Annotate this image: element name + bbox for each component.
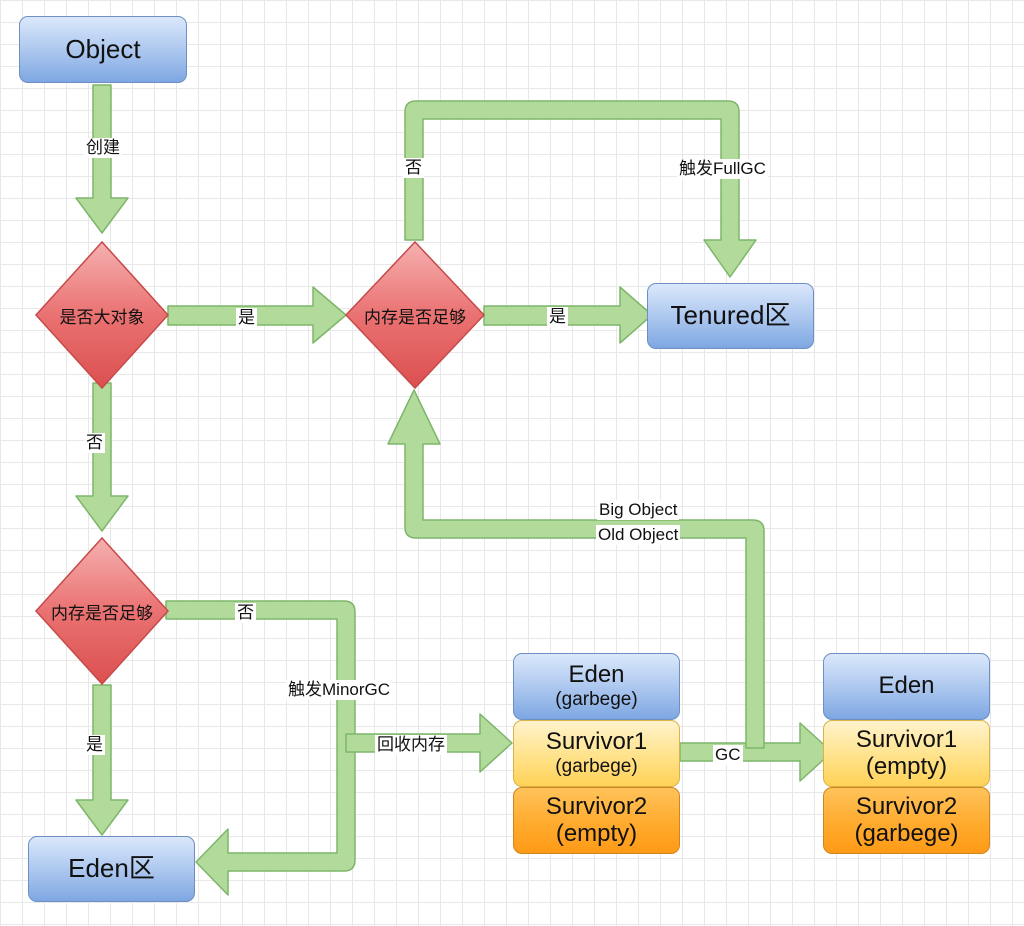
object-node: Object bbox=[19, 16, 187, 83]
heap-before-eden: Eden (garbege) bbox=[513, 653, 680, 720]
arrow-full-gc bbox=[404, 100, 757, 278]
edge-label-top-yes: 是 bbox=[547, 307, 568, 327]
tenured-node: Tenured区 bbox=[647, 283, 814, 349]
heap-after-survivor1-label: Survivor1 bbox=[855, 725, 958, 753]
arrow-big-no bbox=[75, 382, 129, 532]
arrow-gc bbox=[679, 722, 833, 782]
edge-label-create: 创建 bbox=[84, 138, 122, 158]
arrow-top-yes bbox=[483, 286, 653, 344]
edge-label-old-object: Old Object bbox=[596, 525, 681, 545]
heap-after-survivor1-state: (empty) bbox=[865, 752, 948, 780]
edge-label-left-yes: 是 bbox=[84, 735, 105, 755]
eden-area-node: Eden区 bbox=[28, 836, 195, 902]
heap-after-survivor1: Survivor1 (empty) bbox=[823, 720, 990, 787]
arrow-left-yes bbox=[75, 684, 129, 836]
edge-label-reclaim: 回收内存 bbox=[375, 735, 447, 755]
heap-after-survivor2-state: (garbege) bbox=[854, 819, 959, 847]
tenured-label: Tenured区 bbox=[670, 300, 791, 331]
arrow-minor-gc bbox=[165, 600, 356, 896]
heap-before-eden-state: (garbege) bbox=[555, 689, 638, 711]
heap-after-survivor2: Survivor2 (garbege) bbox=[823, 787, 990, 854]
heap-after-survivor2-label: Survivor2 bbox=[855, 792, 958, 820]
decision-memory-left-diamond bbox=[34, 536, 170, 686]
edge-label-big-no: 否 bbox=[84, 433, 105, 453]
heap-after-eden-label: Eden bbox=[878, 672, 935, 700]
heap-before-eden-label: Eden bbox=[568, 661, 625, 689]
decision-memory-top-diamond bbox=[344, 240, 486, 390]
edge-label-big-yes: 是 bbox=[236, 308, 257, 328]
edge-label-full-gc: 触发FullGC bbox=[677, 159, 768, 179]
edge-label-left-no: 否 bbox=[235, 603, 256, 623]
heap-before-survivor2-label: Survivor2 bbox=[545, 792, 648, 820]
decision-memory-top-label: 内存是否足够 bbox=[364, 307, 466, 327]
arrow-big-yes bbox=[167, 286, 347, 344]
heap-after-eden: Eden bbox=[823, 653, 990, 720]
decision-big-object-label: 是否大对象 bbox=[59, 307, 145, 327]
heap-before-survivor1-label: Survivor1 bbox=[545, 728, 648, 756]
object-label: Object bbox=[65, 33, 141, 64]
decision-big-object-diamond bbox=[34, 240, 170, 390]
edge-label-top-no: 否 bbox=[403, 158, 424, 178]
heap-before-survivor1-state: (garbege) bbox=[555, 756, 638, 778]
arrow-create bbox=[75, 84, 129, 234]
edge-label-big-object: Big Object bbox=[597, 500, 680, 520]
heap-before-survivor2-state: (empty) bbox=[555, 819, 638, 847]
heap-before-survivor2: Survivor2 (empty) bbox=[513, 787, 680, 854]
arrow-big-old-object-body bbox=[387, 389, 765, 749]
decision-memory-left-label: 内存是否足够 bbox=[51, 603, 153, 623]
edge-label-gc: GC bbox=[713, 745, 743, 765]
heap-before-survivor1: Survivor1 (garbege) bbox=[513, 720, 680, 787]
edge-label-minor-gc: 触发MinorGC bbox=[286, 680, 393, 700]
eden-area-label: Eden区 bbox=[68, 853, 155, 884]
